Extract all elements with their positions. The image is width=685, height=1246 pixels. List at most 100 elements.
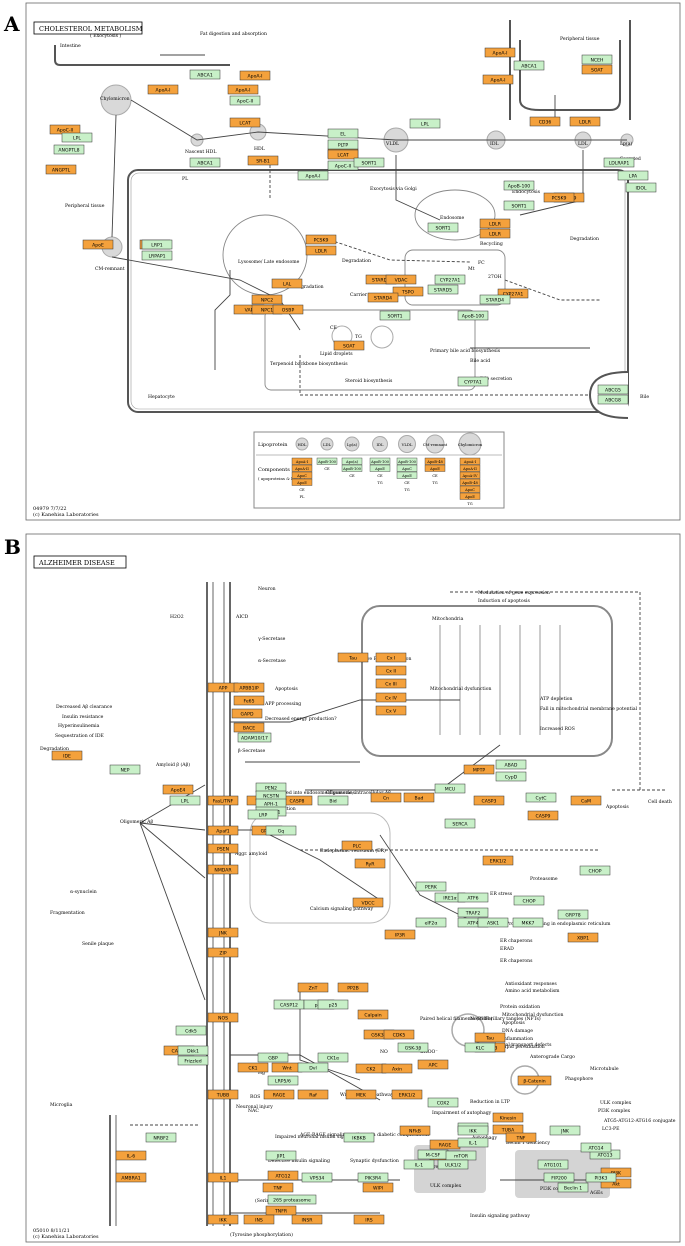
panel-a-green-node-label: ABCA1 xyxy=(197,161,213,167)
panel-a-orange-node-label: NPC2 xyxy=(261,298,273,304)
panel-b-green-node-label: PIK3R4 xyxy=(365,1176,381,1182)
legend-component: ApoB-48 xyxy=(426,460,443,464)
panel-b-green-node-label: ATF4 xyxy=(467,921,478,927)
panel-b-orange-node: APC xyxy=(417,1059,449,1070)
panel-b-orange-node: Raf xyxy=(297,1089,329,1100)
panel-a-orange-node-label: LCAT xyxy=(239,121,251,127)
panel-a-label: TG xyxy=(355,334,362,340)
panel-b-orange-node: BACE xyxy=(233,722,265,733)
panel-b-label: Defective insulin signaling xyxy=(268,1158,330,1164)
panel-b-label: (Tyrosine phosphorylation) xyxy=(230,1231,293,1238)
hepatocyte-inner xyxy=(130,172,626,410)
panel-b-orange-node: Axin xyxy=(381,1063,413,1074)
panel-b-green-node-label: CytC xyxy=(536,796,547,802)
panel-b-green-node: CHOP xyxy=(579,865,611,876)
panel-b-label: Insulin resistance xyxy=(62,714,104,720)
panel-b-orange-node: Tau xyxy=(337,652,369,663)
panel-b-green-node: PI3K3 xyxy=(585,1172,617,1183)
panel-b-orange-node: IRS xyxy=(353,1214,385,1225)
panel-b-label: NO xyxy=(380,1049,388,1055)
panel-a-green-node: LPL xyxy=(61,132,93,143)
panel-b-green-node-label: GRP78 xyxy=(565,913,580,919)
panel-b-green-node: IKK xyxy=(457,1125,489,1136)
panel-a-orange-node-label: LDLR xyxy=(489,222,502,228)
panel-b-footer-id: 05010 8/11/21 xyxy=(33,1228,70,1234)
endosome xyxy=(414,189,496,241)
panel-b-orange-node: INSR xyxy=(291,1214,323,1225)
panel-b-green-node-label: Frizzled xyxy=(184,1059,201,1065)
panel-a-label: LDL xyxy=(578,141,588,147)
panel-a-orange-node-label: NPC1 xyxy=(261,308,273,314)
hepatocyte-outline xyxy=(127,169,629,413)
panel-a-green-node-label: CYP27A1 xyxy=(440,278,461,284)
panel-a-green-node-label: ABCG5 xyxy=(605,388,621,394)
panel-b-label: Increased ROS xyxy=(540,726,575,732)
panel-a-orange-node: ApoA-I xyxy=(484,47,516,58)
panel-b-orange-node: Cx I xyxy=(375,652,407,663)
panel-a-label: PL xyxy=(182,176,188,182)
panel-a-orange-node: SOAT xyxy=(333,340,365,351)
legend-apoprotein-box xyxy=(291,464,313,472)
panel-b-green-node: IKBKB xyxy=(343,1132,375,1143)
panel-a-green-node-label: ABCA1 xyxy=(521,64,537,70)
panel-b-label: Apoptosis xyxy=(501,1020,525,1026)
panel-b-orange-node: IL1 xyxy=(207,1172,239,1183)
panel-b-orange-node-label: GAPD xyxy=(240,712,253,718)
panel-b-orange-node: CASP8 xyxy=(281,795,313,806)
panel-a-green-node-label: CYP7A1 xyxy=(464,380,482,386)
legend-component: ApoA-II xyxy=(294,467,309,471)
panel-b-label: Amino acid metabolism xyxy=(504,988,560,994)
panel-b-orange-node: Fe65 xyxy=(233,695,265,706)
legend-component: CE xyxy=(349,474,355,478)
panel-b-orange-node-label: Cx II xyxy=(386,669,396,675)
panel-a-label: CM-remnant xyxy=(95,266,125,272)
panel-b-green-node: CHOP xyxy=(513,895,545,906)
panel-b-label: γ-Secretase xyxy=(258,636,286,642)
panel-b-label: Hyperinsulinemia xyxy=(58,723,100,729)
legend-component: TG xyxy=(432,481,437,485)
panel-b-green-node-label: ULK1/2 xyxy=(445,1163,461,1169)
panel-a-label: Peripheral tissue xyxy=(560,36,600,42)
panel-b-orange-node: TNF xyxy=(505,1132,537,1143)
panel-b-green-node: MKK7 xyxy=(512,917,544,928)
panel-b-label: PI3K complex xyxy=(540,1186,573,1192)
panel-a-orange-node: OSBP xyxy=(272,304,304,315)
panel-a-green-node-label: LRPAP1 xyxy=(148,254,165,260)
legend-column-name: Lp(a) xyxy=(347,442,358,447)
panel-b-label: Synaptic dysfunction xyxy=(350,1158,399,1164)
panel-b-orange-node-label: ZIP xyxy=(219,951,227,957)
panel-b-orange-node-label: APC xyxy=(428,1063,437,1069)
panel-b-green-node-label: PI3K3 xyxy=(595,1176,608,1182)
panel-b-orange-node-label: Cx V xyxy=(386,709,397,715)
panel-b-green-node-label: 26S proteasome xyxy=(273,1198,311,1204)
panel-b-green-node-label: Dkk1 xyxy=(187,1049,199,1055)
panel-a-orange-node: ApoA-I xyxy=(482,74,514,85)
panel-b-label: ATP depletion xyxy=(539,696,573,702)
panel-b-orange-node-label: CDK5 xyxy=(393,1033,406,1039)
panel-b-orange-node: Kinesin xyxy=(492,1112,524,1123)
er-box xyxy=(264,309,476,391)
panel-b-title-box xyxy=(33,555,127,569)
panel-a-orange-node: ApoA-I xyxy=(147,84,179,95)
panel-a-label: Primary bile acid biosynthesis xyxy=(430,348,501,354)
panel-b-label: Neurofibrillary tangles (NFTs) xyxy=(470,1015,541,1022)
panel-a-green-node: SORT1 xyxy=(353,157,385,168)
panel-a-green-node-label: NCEH xyxy=(590,58,603,64)
panel-b-orange-node: RAGE xyxy=(429,1139,461,1150)
legend-apoprotein-box xyxy=(459,471,481,479)
panel-a-orange-node-label: PCSK9 xyxy=(552,196,567,202)
legend-apoprotein-box xyxy=(396,471,418,479)
panel-a-title: CHOLESTEROL METABOLISM xyxy=(39,25,143,33)
panel-b-orange-node-label: PI3K xyxy=(611,1171,622,1177)
panel-b-label: Neuronal injury xyxy=(236,1104,273,1110)
panel-a-orange-node-label: ApoA-I xyxy=(156,88,171,94)
panel-b-orange-node: Cx IV xyxy=(375,692,407,703)
panel-a-label: Degradation xyxy=(570,236,599,242)
panel-a-green-node-label: SORT1 xyxy=(361,161,376,167)
legend-column-name: Chylomicron xyxy=(458,442,483,447)
panel-b-green-node: KLC xyxy=(464,1042,496,1053)
panel-b-green-node-label: MCU xyxy=(445,787,456,793)
panel-b-green-node: CypD xyxy=(495,771,527,782)
panel-b-label: Microtubule xyxy=(590,1066,619,1072)
